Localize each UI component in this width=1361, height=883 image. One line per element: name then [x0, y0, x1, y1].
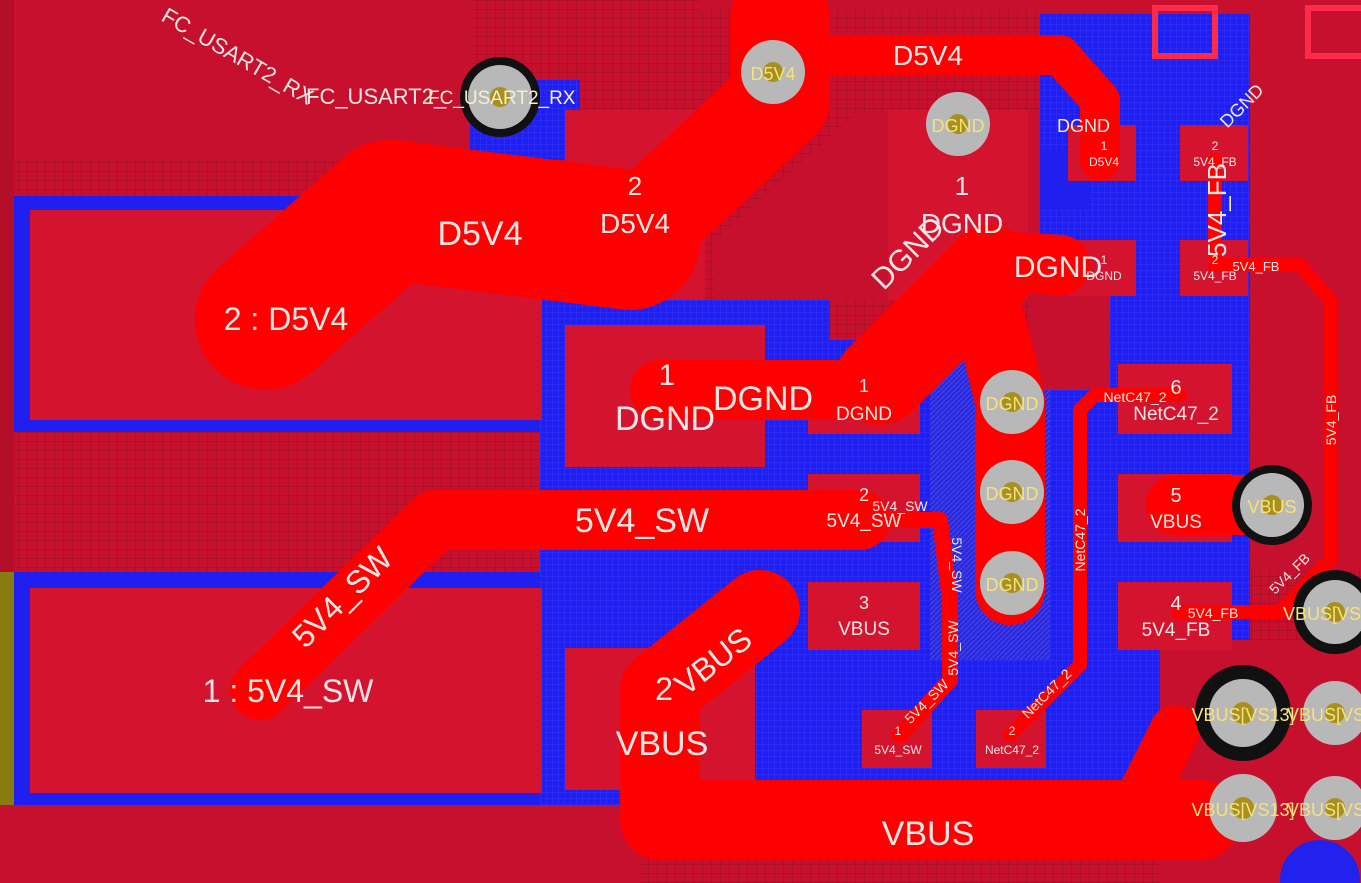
pad-cap-dgnd-net: DGND	[921, 208, 1003, 239]
r2-num: 2	[1212, 139, 1219, 153]
label-sw-vert1: 5V4_SW	[949, 537, 965, 593]
via-vbus-vs-1	[1293, 570, 1361, 654]
pad-vbus-cap-num: 2	[655, 671, 673, 707]
pad-cap-top-num: 2	[628, 171, 642, 201]
c47-2-net: NetC47_2	[985, 743, 1039, 757]
label-sw-vert2: 5V4_SW	[945, 620, 961, 676]
via-vbus-label: VBUS	[1247, 497, 1296, 517]
ic-pin1-num: 1	[859, 376, 869, 396]
c47-1-num: 1	[895, 724, 902, 738]
r3-num: 1	[1101, 253, 1108, 267]
via-vbus-vs13-2-label: VBUS[VS13]	[1191, 800, 1294, 820]
label-via-dgnd-top: DGND	[932, 116, 985, 136]
r1-num: 1	[1101, 139, 1108, 153]
pad-cap-dgnd-num: 1	[955, 171, 969, 201]
via-vbus-vs-2-label: VBUS[VS	[1287, 705, 1361, 725]
r4-net: 5V4_FB	[1193, 269, 1236, 283]
via-dgnd-2	[980, 460, 1044, 524]
pad-cap-top-net: D5V4	[600, 208, 670, 239]
label-fb-vert-big: 5V4_FB	[1202, 163, 1232, 257]
label-sw-small: 5V4_SW	[872, 498, 928, 514]
label-vbus-bottom: VBUS	[882, 815, 975, 853]
ic-pin1-net: DGND	[836, 404, 892, 425]
label-usart-mid: FC_USART2_	[306, 84, 447, 109]
via-vbus-vs-2	[1303, 681, 1361, 745]
r2-net: 5V4_FB	[1193, 155, 1236, 169]
ic-pin3-net: VBUS	[838, 619, 890, 640]
label-fb-vert: 5V4_FB	[1323, 395, 1339, 446]
ic-pin3-num: 3	[859, 593, 869, 613]
label-fb-near-pin4: 5V4_FB	[1188, 605, 1239, 621]
ic-pin2-net: 5V4_SW	[827, 511, 902, 532]
via-dgnd-1	[980, 370, 1044, 434]
label-dgnd-trace: DGND	[1014, 251, 1102, 284]
label-fb-small: 5V4_FB	[1233, 259, 1280, 274]
via-vbus	[1232, 465, 1312, 545]
label-dgnd-blue: DGND	[1057, 116, 1110, 136]
via-vbus-vs-3	[1303, 776, 1361, 840]
via-dgnd-1-label: DGND	[986, 394, 1039, 414]
ic-pin5-num: 5	[1170, 485, 1181, 507]
r3-net: DGND	[1086, 269, 1122, 283]
ic-pin4-num: 4	[1170, 593, 1181, 615]
r4-num: 2	[1212, 253, 1219, 267]
via-vbus-vs-1-label: VBUS[VS	[1283, 604, 1361, 624]
c47-1-net: 5V4_SW	[874, 743, 922, 757]
label-via-d5v4: D5V4	[750, 64, 795, 84]
pad-vbus-cap-net: VBUS	[616, 725, 709, 763]
label-big-pad-2: 2 : D5V4	[224, 301, 349, 337]
pad-inductor-num: 1	[659, 359, 676, 392]
ic-pin6-net: NetC47_2	[1133, 404, 1219, 425]
c47-2-num: 2	[1009, 724, 1016, 738]
ic-pin2-num: 2	[859, 485, 869, 505]
label-netc47-top: NetC47_2	[1103, 389, 1166, 405]
label-d5v4-trace: D5V4	[437, 215, 522, 253]
ic-pin4-net: 5V4_FB	[1142, 620, 1211, 641]
pad-inductor-net: DGND	[615, 400, 715, 438]
label-usart-via: FC_USART2_RX	[428, 88, 576, 109]
via-vbus-vs-3-label: VBUS[VS	[1287, 800, 1361, 820]
label-big-pad-1: 1 : 5V4_SW	[203, 673, 375, 709]
via-dgnd-2-label: DGND	[986, 484, 1039, 504]
via-dgnd-top	[926, 92, 990, 156]
ic-pin5-net: VBUS	[1150, 512, 1202, 533]
label-netc47-vert: NetC47_2	[1072, 508, 1088, 571]
via-vbus-vs13-1	[1195, 665, 1291, 761]
via-dgnd-3-label: DGND	[986, 575, 1039, 595]
label-d5v4-top: D5V4	[893, 40, 963, 71]
via-usart	[460, 57, 540, 137]
label-sw-trace: 5V4_SW	[575, 502, 709, 540]
via-d5v4	[741, 40, 805, 104]
vias	[460, 40, 1361, 883]
via-vbus-vs13-2	[1209, 774, 1277, 842]
r1-net: D5V4	[1089, 155, 1119, 169]
ic-pin6-num: 6	[1170, 377, 1181, 399]
via-dgnd-3	[980, 551, 1044, 615]
via-vbus-vs13-1-label: VBUS[VS13]	[1191, 705, 1294, 725]
label-dgnd-mid: DGND	[713, 380, 813, 418]
